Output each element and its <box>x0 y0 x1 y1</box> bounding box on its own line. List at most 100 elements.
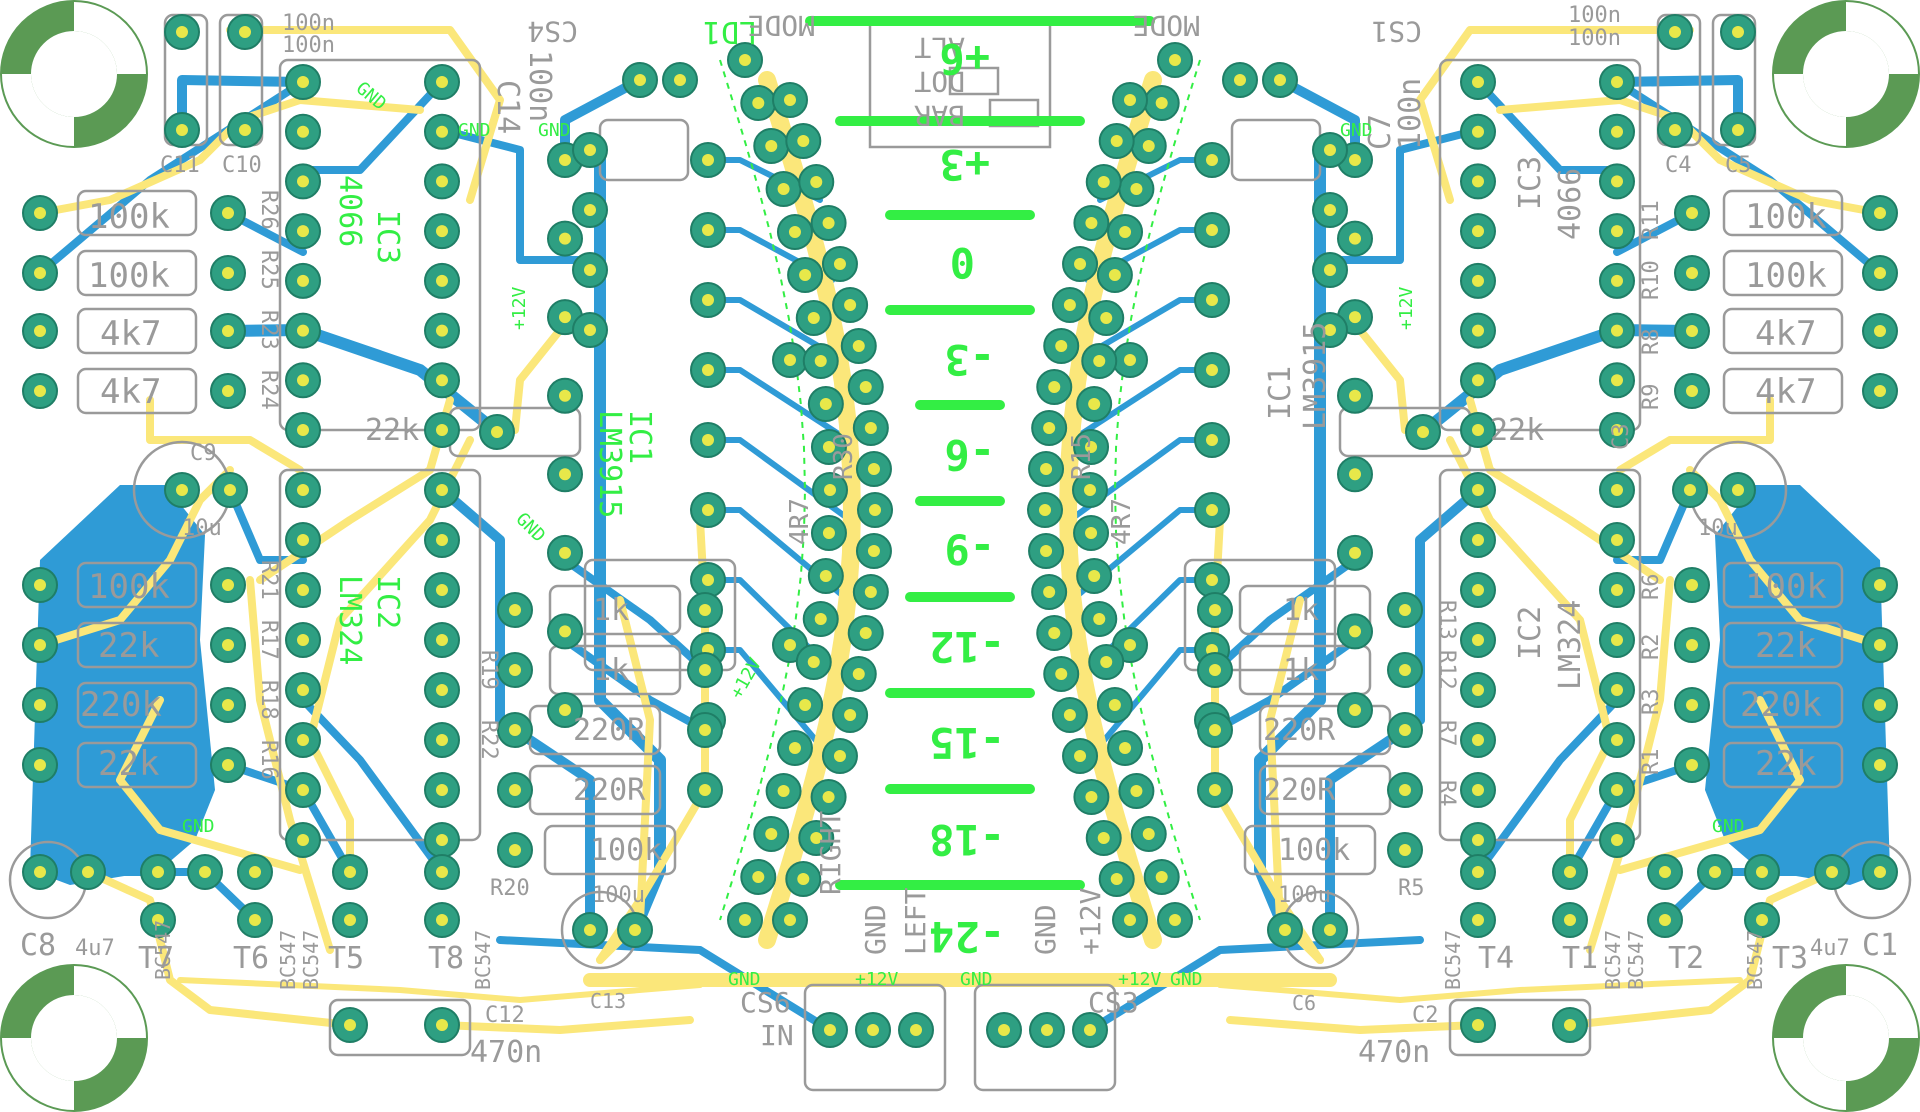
copper-trace <box>561 556 709 674</box>
connector-label-ld1: LD1 <box>703 14 757 49</box>
resistor-outline <box>1722 249 1844 297</box>
pad-hole <box>1874 325 1886 337</box>
pad-hole <box>239 124 251 136</box>
mounting-hole-gap <box>73 965 147 1039</box>
resistor-value: 4k7 <box>1755 314 1816 354</box>
pad-hole <box>702 504 714 516</box>
pad-hole <box>822 527 835 539</box>
pad-hole <box>1100 656 1113 668</box>
pad-hole <box>1063 709 1076 721</box>
ic3-ref-right: IC3 <box>1513 156 1548 210</box>
pad-hole <box>1349 468 1361 481</box>
resistor-outline <box>1722 189 1844 237</box>
pin-label-left: LEFT <box>899 887 932 955</box>
pad-hole <box>1040 545 1053 557</box>
led-bar-outline <box>719 59 807 921</box>
cap-value-c13: 100u <box>592 883 645 908</box>
resistor-outline <box>1243 824 1377 876</box>
cap-value-c5: 100n <box>1568 26 1621 51</box>
resistor-outline <box>1722 561 1844 609</box>
cap-value-c3: 10u <box>1698 516 1738 541</box>
net-label-gnd: GND <box>1340 120 1373 141</box>
jumper-trace <box>36 466 234 649</box>
transistor-type: BC547 <box>1624 930 1648 990</box>
pad-hole <box>1124 94 1136 106</box>
resistor-outline <box>76 307 198 355</box>
pad-hole <box>224 484 236 496</box>
resistor-value: 22k <box>1755 744 1816 784</box>
pad-hole <box>814 355 827 367</box>
jumper-trace <box>1226 1016 1482 1034</box>
resistor-ref: R16 <box>256 740 281 780</box>
mounting-hole-gap <box>73 1 147 75</box>
pad-hole <box>436 125 448 138</box>
pad-hole <box>1686 759 1698 771</box>
pad-hole <box>297 784 309 796</box>
pad-hole <box>1659 866 1671 878</box>
pad-hole <box>819 570 832 582</box>
resistor-outline <box>76 561 198 609</box>
transistor-ref-t5: T5 <box>328 941 364 976</box>
mounting-hole-ring <box>1772 0 1920 148</box>
pad-hole <box>1074 258 1087 270</box>
resistor-outline <box>1238 584 1372 636</box>
resistor-value: 100k <box>88 197 170 237</box>
resistor-value: 100k <box>1745 197 1827 237</box>
resistor-value: 22k <box>1490 413 1544 448</box>
resistor-outline <box>543 824 677 876</box>
pad-hole <box>844 709 857 721</box>
led-scale-bar <box>885 688 1035 698</box>
pad-hole <box>1826 866 1838 878</box>
pad-hole <box>788 742 801 754</box>
pad-hole <box>559 154 571 166</box>
pad-hole <box>436 914 448 926</box>
db-label-minus24: -24 <box>929 912 1005 961</box>
mounting-hole-ring <box>0 964 148 1112</box>
jumper-trace <box>596 596 654 964</box>
pad-hole <box>1874 639 1886 651</box>
pad-hole <box>699 604 711 616</box>
ic1-part-right: LM3915 <box>1298 322 1333 430</box>
jumper-trace <box>1266 596 1324 964</box>
pad-hole <box>1169 914 1181 926</box>
pad-hole <box>1324 924 1336 936</box>
cap-ref-c1: C1 <box>1862 928 1898 963</box>
pad-hole <box>1324 204 1336 216</box>
resistor-value: 4k7 <box>100 314 161 354</box>
pad-hole <box>222 267 234 279</box>
cap-value-c14: 100n <box>522 50 557 122</box>
ic-outline <box>1183 558 1337 672</box>
resistor-ref: R5 <box>1398 876 1425 901</box>
pad-hole <box>1169 54 1181 66</box>
copper-pour-right <box>1705 485 1890 885</box>
pad-hole <box>584 204 596 216</box>
transistor-type: BC547 <box>299 930 323 990</box>
pad-hole <box>699 784 711 796</box>
pad-hole <box>1084 484 1096 496</box>
resistor-value: 220k <box>1740 685 1822 725</box>
pad-hole <box>1349 625 1361 638</box>
net-label-12v: +12V <box>855 969 899 990</box>
pad-hole <box>634 74 646 86</box>
cap-value-c2: 470n <box>1358 1035 1430 1070</box>
pad-hole <box>1611 76 1623 88</box>
jumper-trace <box>1356 326 1409 434</box>
led-scale-bar <box>885 305 1035 315</box>
resistor-ref: R10 <box>1639 260 1664 300</box>
pad-hole <box>1097 176 1110 188</box>
cap-ref-c11: C11 <box>160 153 200 178</box>
resistor-value: 4R7 <box>785 498 815 545</box>
pad-hole <box>1399 604 1411 616</box>
cap-ref-c7: C7 <box>1363 114 1398 150</box>
pad-hole <box>34 699 46 711</box>
ic1-ref-left: IC1 <box>622 410 657 464</box>
connector-label-cs3: CS3 <box>1088 986 1139 1019</box>
pad-hole <box>1611 734 1623 746</box>
pad-hole <box>702 224 714 236</box>
pad-hole <box>297 834 309 846</box>
pad-hole <box>509 604 521 616</box>
mode-label-right: MODE <box>1133 9 1200 42</box>
pad-hole <box>1709 866 1721 878</box>
net-label-12v: +12V <box>509 286 530 330</box>
resistor-ref: R15 <box>1067 433 1097 480</box>
